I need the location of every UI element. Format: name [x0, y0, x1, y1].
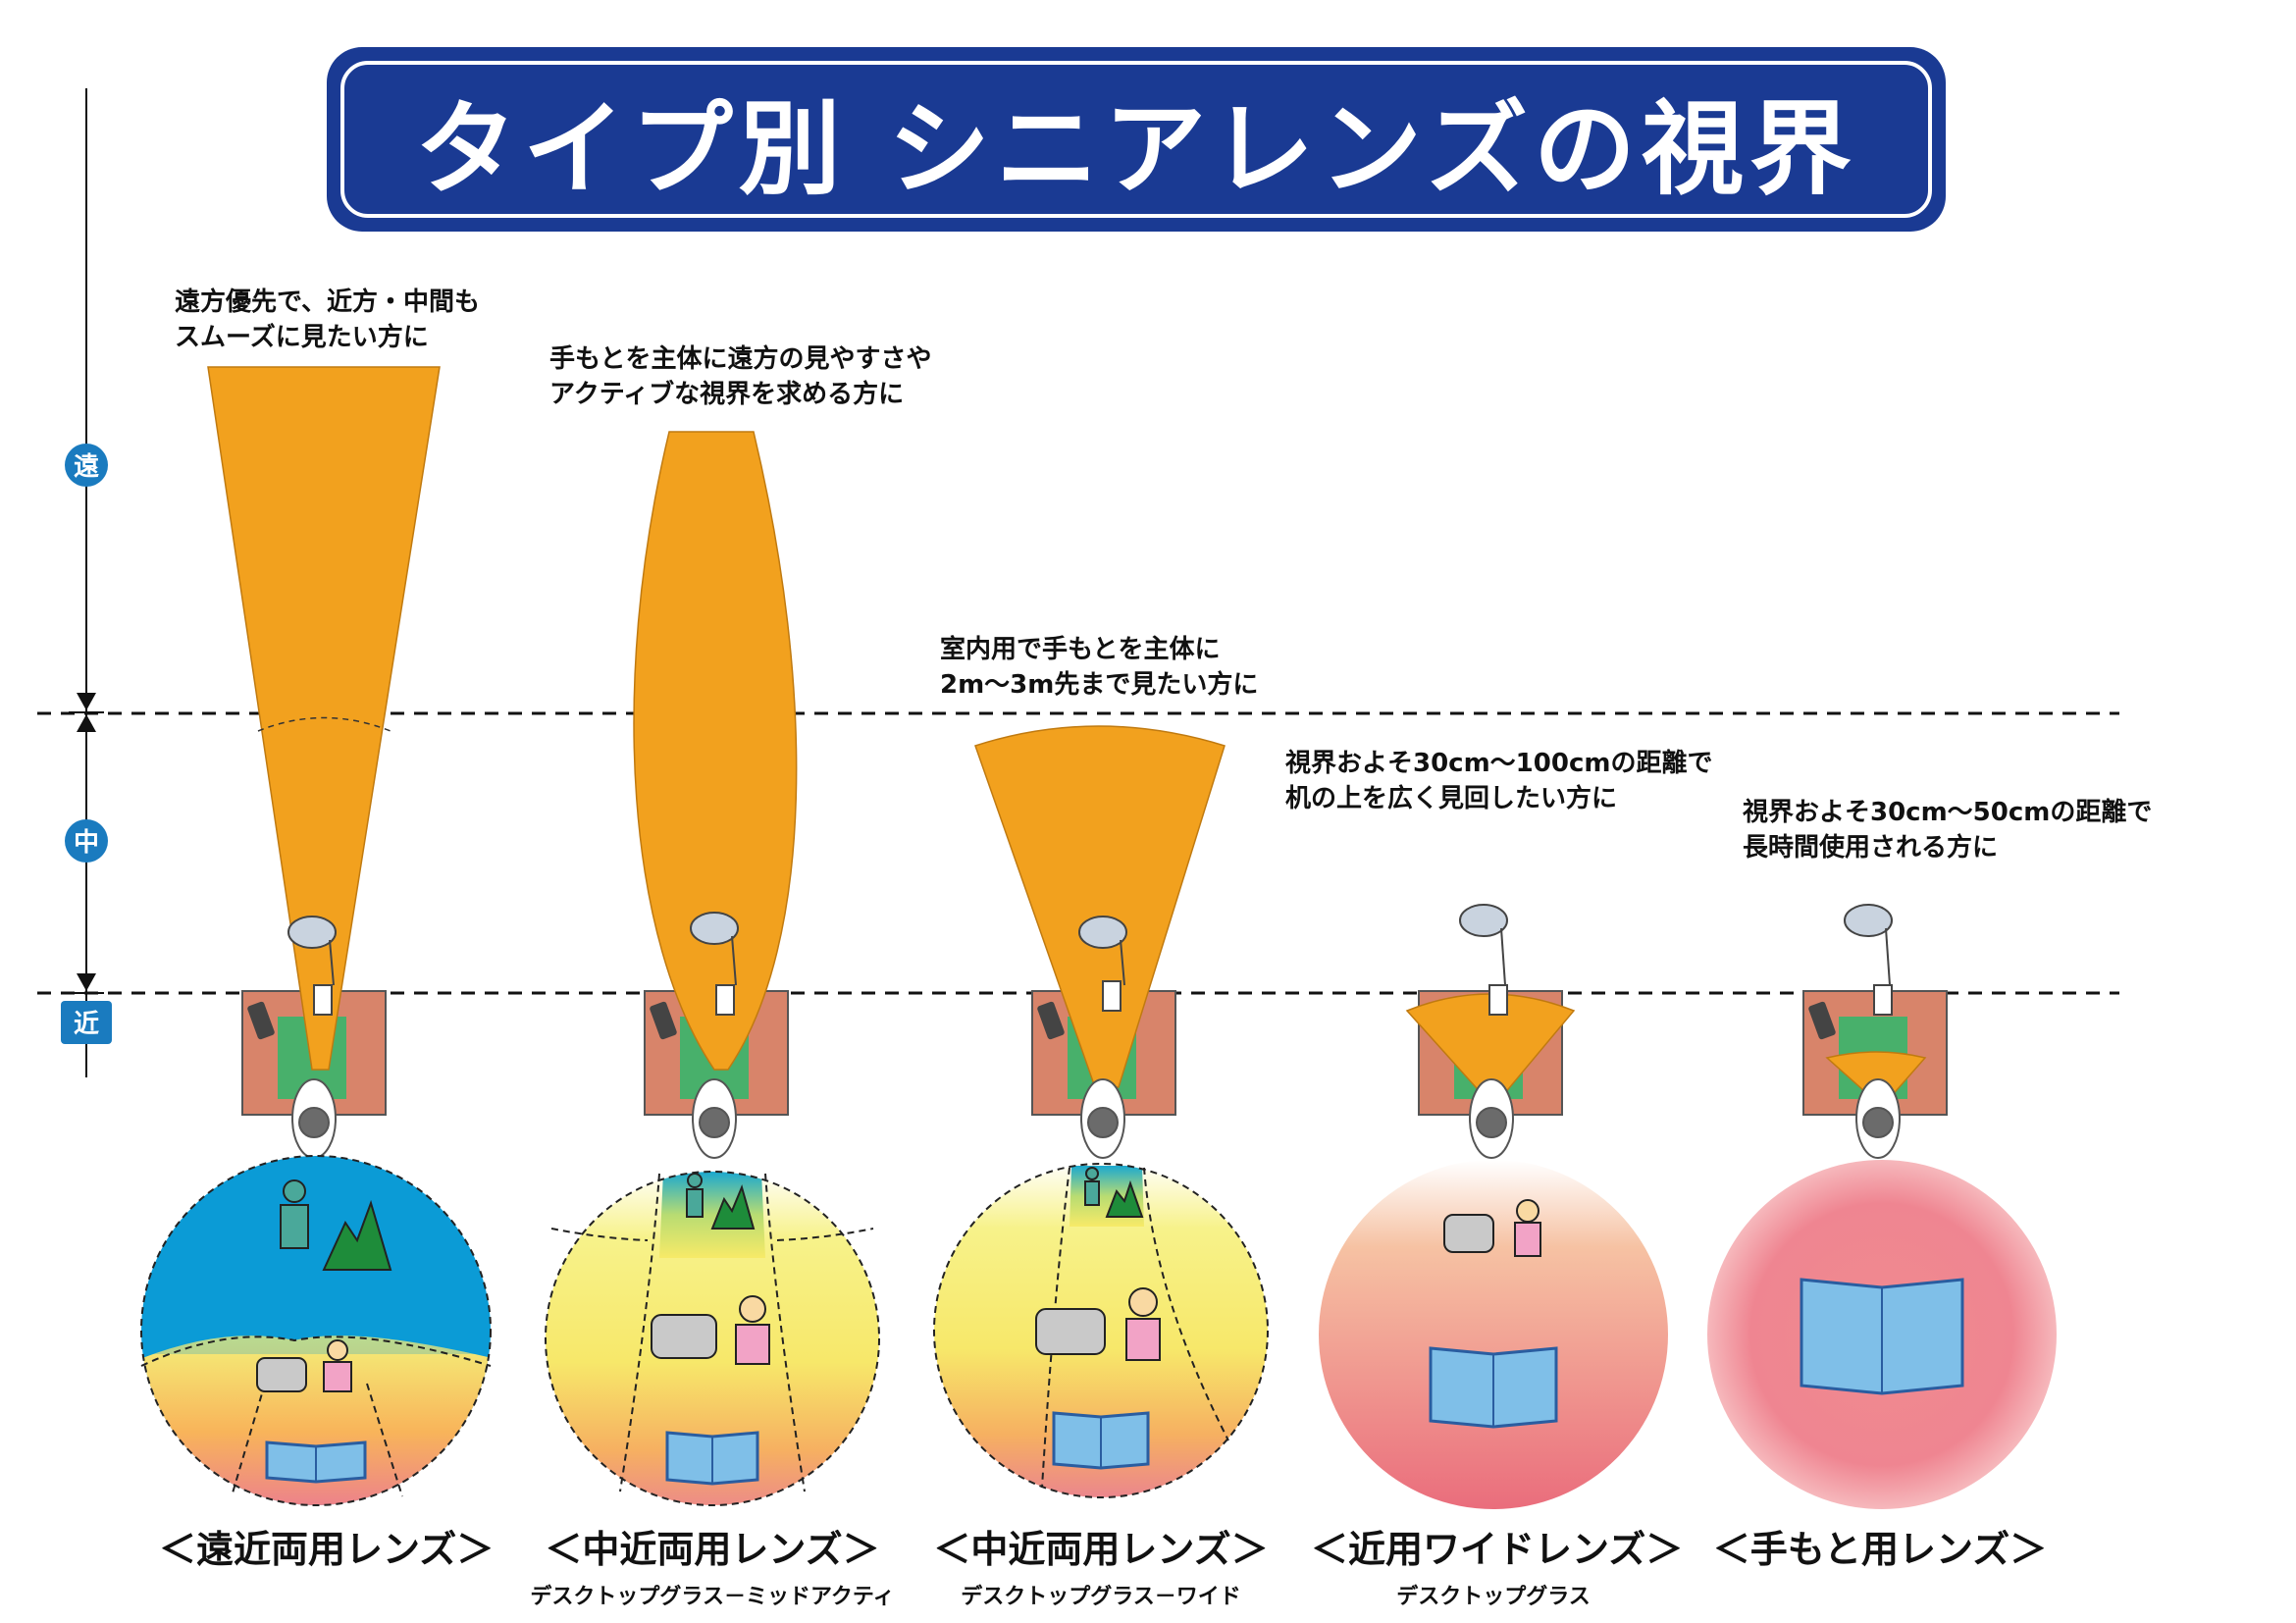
person-icon [686, 1188, 704, 1218]
lens-desc-1: 遠方優先で、近方・中間も スムーズに見たい方に [175, 288, 480, 352]
view-circle-near-wide [1319, 1160, 1668, 1509]
desk-lamps [287, 904, 1893, 1016]
person-small-icon [323, 1361, 352, 1392]
mid-marker [65, 819, 108, 863]
lens-desc-5: 視界およそ30cm～50cmの距離で 長時間使用される方に [1743, 798, 2153, 863]
far-label: 遠 [74, 452, 99, 482]
phone-icon [1443, 1214, 1494, 1253]
phone-icon [651, 1314, 717, 1359]
lens-label-4: ＜近用ワイドレンズ＞ デスクトップグラス [1311, 1528, 1684, 1609]
lens-desc-2: 手もとを主体に遠方の見やすさや アクティブな視界を求める方に [549, 344, 932, 409]
view-circle-far-near [140, 1155, 492, 1506]
view-circle-mid-active [545, 1171, 880, 1506]
mountain-icon [322, 1199, 392, 1271]
lens-label-3: ＜中近両用レンズ＞ デスクトップグラス－ワイド [933, 1528, 1269, 1609]
phone-icon [256, 1357, 307, 1392]
title-banner: タイプ別 シニアレンズの視界 [327, 47, 1946, 232]
near-marker [61, 1001, 112, 1044]
far-marker [65, 444, 108, 487]
page-title: タイプ別 シニアレンズの視界 [414, 88, 1858, 209]
mountain-icon [710, 1183, 756, 1230]
mid-active-field [633, 431, 798, 1071]
distance-scale: 遠 中 近 [61, 88, 112, 1077]
person-icon [1084, 1180, 1100, 1206]
mountain-icon [1105, 1179, 1144, 1218]
lens-label-5: ＜手もと用レンズ＞ [1712, 1528, 2048, 1571]
view-circle-mid-wide [933, 1163, 1269, 1498]
lens-desc-4: 視界およそ30cm～100cmの距離で 机の上を広く見回したい方に [1285, 749, 1713, 813]
person-small-icon [735, 1324, 770, 1365]
person-icon [280, 1204, 309, 1249]
title-banner-border: タイプ別 シニアレンズの視界 [340, 61, 1932, 218]
lens-desc-3: 室内用で手もとを主体に 2m～3m先まで見たい方に [940, 635, 1259, 700]
person-small-icon [1514, 1222, 1541, 1257]
people-top-view [291, 1078, 1901, 1159]
view-circle-handheld [1707, 1160, 2057, 1509]
mid-wide-field [974, 725, 1226, 1088]
near-label: 近 [74, 1010, 99, 1039]
lens-label-1: ＜遠近両用レンズ＞ [159, 1528, 495, 1571]
phone-icon [1035, 1308, 1106, 1355]
lens-label-2: ＜中近両用レンズ＞ デスクトップグラス－ミッドアクティ [530, 1528, 895, 1609]
person-small-icon [1125, 1318, 1161, 1361]
mid-label: 中 [74, 828, 99, 858]
far-near-field-mid-arc [257, 716, 391, 732]
